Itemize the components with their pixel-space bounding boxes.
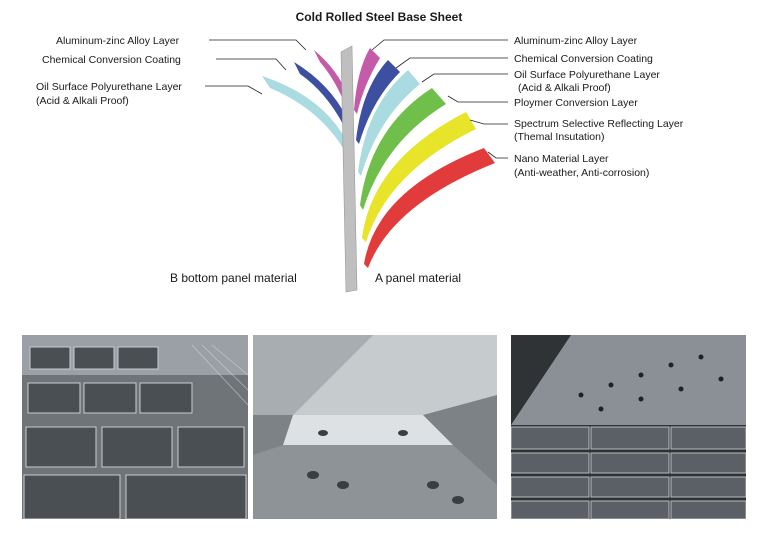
left-label-polyurethane: Oil Surface Polyurethane Layer xyxy=(36,81,182,93)
right-label-spectrum: Spectrum Selective Reflecting Layer xyxy=(514,118,684,130)
right-layer-nano xyxy=(364,148,495,268)
photo-stacked-c-channels xyxy=(22,335,248,519)
right-layer-alzn xyxy=(354,48,380,114)
left-label-polyurethane-sub: (Acid & Alkali Proof) xyxy=(36,95,129,107)
leader-right-4 xyxy=(447,95,508,103)
left-label-conversion: Chemical Conversion Coating xyxy=(42,54,181,66)
right-label-conversion: Chemical Conversion Coating xyxy=(514,53,653,65)
bottom-panel-caption: B bottom panel material xyxy=(170,271,297,285)
base-steel-sheet xyxy=(340,45,358,293)
right-label-alzn: Aluminum-zinc Alloy Layer xyxy=(514,35,638,47)
leader-right-1 xyxy=(371,39,508,51)
right-label-polyurethane: Oil Surface Polyurethane Layer xyxy=(514,69,660,81)
right-label-polyurethane-sub: (Acid & Alkali Proof) xyxy=(518,82,611,94)
left-layer-conversion xyxy=(294,62,347,126)
leader-left-1 xyxy=(209,39,307,51)
right-layer-spectrum xyxy=(362,112,476,242)
left-layer-alzn xyxy=(314,50,348,104)
right-label-polymer: Ploymer Conversion Layer xyxy=(514,97,638,109)
layer-structure-diagram: Cold Rolled Steel Base Sheet Aluminum-zi… xyxy=(36,10,684,293)
leader-right-5 xyxy=(469,119,508,125)
diagram-title: Cold Rolled Steel Base Sheet xyxy=(296,10,463,24)
a-panel-caption: A panel material xyxy=(375,271,461,285)
leader-right-3 xyxy=(421,73,508,83)
leader-left-3 xyxy=(205,85,263,95)
leader-left-2 xyxy=(216,58,287,71)
photo-c-channel-closeup xyxy=(253,335,497,519)
right-layer-polymer xyxy=(360,88,446,210)
left-layer-polyurethane xyxy=(262,76,346,148)
right-label-spectrum-sub: (Themal Insutation) xyxy=(514,131,604,143)
leader-right-2 xyxy=(395,57,508,69)
right-layer-conversion xyxy=(356,60,400,144)
photo-punched-c-channels xyxy=(511,335,746,519)
left-label-alzn: Aluminum-zinc Alloy Layer xyxy=(56,35,180,47)
right-layer-polyurethane xyxy=(358,70,420,176)
right-label-nano-sub: (Anti-weather, Anti-corrosion) xyxy=(514,167,649,179)
leader-right-6 xyxy=(487,151,508,159)
right-label-nano: Nano Material Layer xyxy=(514,153,609,165)
